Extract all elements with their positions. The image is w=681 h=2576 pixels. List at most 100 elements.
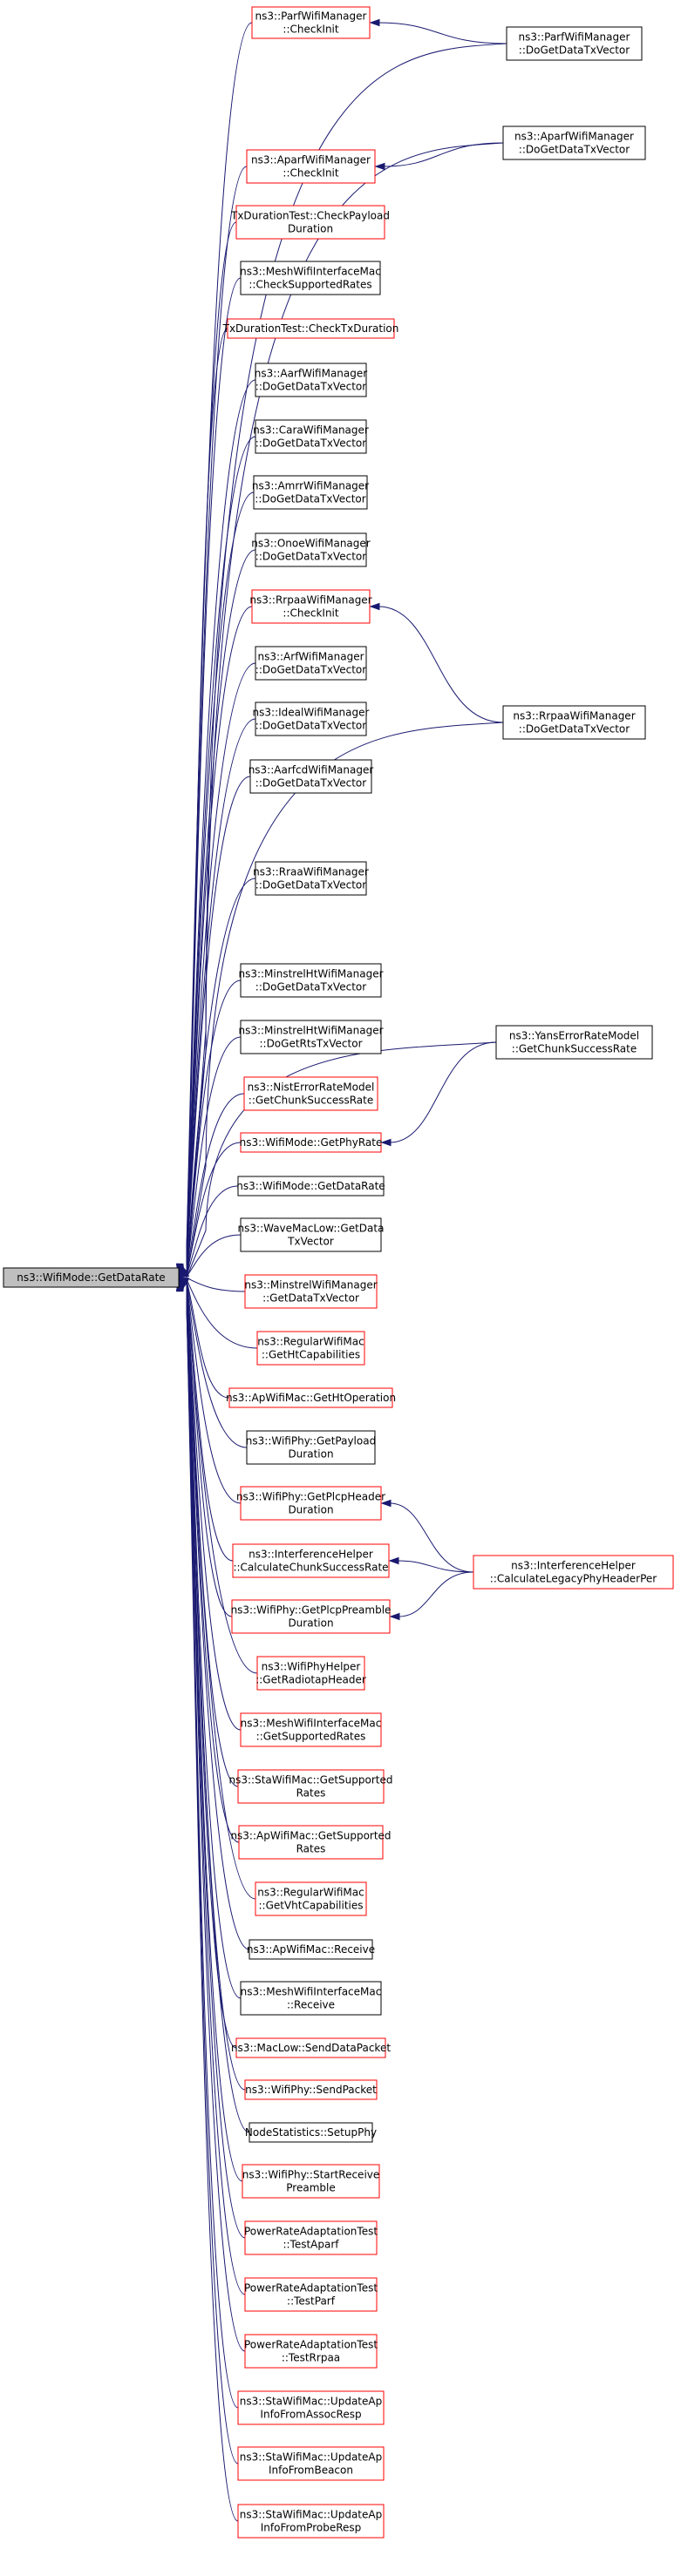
- caller-node-sta-assocresp[interactable]: ns3::StaWifiMac::UpdateApInfoFromAssocRe…: [237, 2390, 385, 2425]
- caller-node-minstrelht-dogetrts[interactable]: ns3::MinstrelHtWifiManager::DoGetRtsTxVe…: [238, 1020, 384, 1054]
- caller-node-maclow-senddata[interactable]: ns3::MacLow::SendDataPacket: [231, 2037, 391, 2058]
- caller-node-arf-dogettx[interactable]: ns3::ArfWifiManager::DoGetDataTxVector: [255, 646, 367, 681]
- caller-node-wifiphy-sendpacket-box: [244, 2079, 378, 2100]
- caller-node-regular-getht-label-line: ns3::RegularWifiMac: [257, 1336, 364, 1348]
- edge-wifimode-getdatarate-to-root: [186, 1185, 239, 1276]
- caller-node-cara-dogettx[interactable]: ns3::CaraWifiManager::DoGetDataTxVector: [253, 419, 369, 454]
- second-level-node-rrpaa-dogettx[interactable]: ns3::RrpaaWifiManager::DoGetDataTxVector: [502, 705, 646, 740]
- caller-node-mesh-checksupported-box: [240, 261, 381, 295]
- caller-node-nist-chunk[interactable]: ns3::NistErrorRateModel::GetChunkSuccess…: [243, 1076, 378, 1111]
- caller-node-wavemaclow-getdatatx-label-line: TxVector: [287, 1236, 334, 1248]
- caller-node-aparf-checkinit[interactable]: ns3::AparfWifiManager::CheckInit: [246, 149, 376, 184]
- arrowhead-aparf-dogettx-to-aparf-checkinit: [374, 162, 385, 171]
- caller-node-pra-testaparf-label-line: ::TestAparf: [283, 2239, 339, 2251]
- caller-node-ap-getsupported[interactable]: ns3::ApWifiMac::GetSupportedRates: [230, 1825, 392, 1860]
- caller-node-interference-chunk-label-line: ns3::InterferenceHelper: [249, 1549, 373, 1561]
- caller-node-wifiphy-getplcppreamble-label-line: ns3::WifiPhy::GetPlcpPreamble: [231, 1604, 392, 1617]
- caller-node-apwifimac-gethtop[interactable]: ns3::ApWifiMac::GetHtOperation: [226, 1387, 396, 1408]
- caller-node-aarf-dogettx-label-line: ::DoGetDataTxVector: [255, 381, 366, 393]
- caller-node-aarfcd-dogettx-label-line: ns3::AarfcdWifiManager: [249, 764, 374, 776]
- caller-node-pra-testrrpaa[interactable]: PowerRateAdaptationTest::TestRrpaa: [244, 2334, 378, 2369]
- caller-node-pra-testparf[interactable]: PowerRateAdaptationTest::TestParf: [244, 2277, 378, 2312]
- second-level-node-yans-chunk[interactable]: ns3::YansErrorRateModel::GetChunkSuccess…: [495, 1025, 653, 1060]
- caller-node-parf-checkinit[interactable]: ns3::ParfWifiManager::CheckInit: [251, 6, 371, 39]
- caller-node-wifiphyhelper-radiotap-label-line: ::GetRadiotapHeader: [255, 1674, 366, 1686]
- caller-node-nodestats-setupphy-box: [249, 2122, 373, 2143]
- second-level-node-rrpaa-dogettx-label-line: ns3::RrpaaWifiManager: [513, 710, 635, 722]
- caller-node-nodestats-setupphy[interactable]: NodeStatistics::SetupPhy: [245, 2122, 377, 2143]
- arrowhead-interference-legacy-to-wifiphy-getplcpheader: [380, 1499, 392, 1508]
- caller-node-regular-getvht[interactable]: ns3::RegularWifiMac::GetVhtCapabilities: [255, 1881, 367, 1916]
- caller-node-arf-dogettx-label-line: ns3::ArfWifiManager: [257, 651, 364, 663]
- caller-node-mesh-receive[interactable]: ns3::MeshWifiInterfaceMac::Receive: [240, 1981, 382, 2016]
- caller-node-ideal-dogettx-label-line: ns3::IdealWifiManager: [253, 707, 370, 719]
- caller-node-wavemaclow-getdatatx-box: [240, 1217, 382, 1252]
- caller-node-sta-proberesp[interactable]: ns3::StaWifiMac::UpdateApInfoFromProbeRe…: [237, 2504, 385, 2539]
- caller-node-aparf-checkinit-label-line: ns3::AparfWifiManager: [251, 154, 371, 166]
- caller-node-rraa-dogettx[interactable]: ns3::RraaWifiManager::DoGetDataTxVector: [253, 861, 369, 896]
- second-level-node-rrpaa-dogettx-box: [502, 705, 646, 740]
- arrowhead-interference-legacy-to-interference-chunk: [388, 1556, 399, 1565]
- caller-node-rraa-dogettx-box: [255, 861, 367, 896]
- caller-node-nodestats-setupphy-label-line: NodeStatistics::SetupPhy: [245, 2126, 377, 2139]
- caller-node-sta-getsupported[interactable]: ns3::StaWifiMac::GetSupportedRates: [229, 1769, 393, 1804]
- caller-node-amrr-dogettx[interactable]: ns3::AmrrWifiManager::DoGetDataTxVector: [252, 475, 369, 510]
- caller-node-txdur-checktx[interactable]: TxDurationTest::CheckTxDuration: [222, 318, 399, 339]
- caller-node-ideal-dogettx-label-line: ::DoGetDataTxVector: [255, 720, 366, 732]
- root-node-getdatarate-label-line: ns3::WifiMode::GetDataRate: [17, 1271, 165, 1284]
- caller-node-ideal-dogettx[interactable]: ns3::IdealWifiManager::DoGetDataTxVector: [253, 702, 370, 736]
- caller-node-regular-getvht-label-line: ::GetVhtCapabilities: [259, 1900, 364, 1912]
- caller-node-wifiphy-sendpacket[interactable]: ns3::WifiPhy::SendPacket: [244, 2079, 378, 2100]
- second-level-node-interference-legacy[interactable]: ns3::InterferenceHelper::CalculateLegacy…: [473, 1555, 674, 1590]
- caller-node-minstrelht-dogettx-box: [240, 963, 382, 998]
- second-level-node-aparf-dogettx[interactable]: ns3::AparfWifiManager::DoGetDataTxVector: [502, 125, 646, 160]
- caller-node-regular-getht-box: [256, 1331, 365, 1366]
- caller-node-minstrelht-dogetrts-label-line: ::DoGetRtsTxVector: [259, 1038, 362, 1050]
- caller-node-rrpaa-checkinit-box: [251, 589, 371, 624]
- caller-node-wifiphyhelper-radiotap-label-line: ns3::WifiPhyHelper: [262, 1661, 361, 1673]
- caller-node-sta-beacon-label-line: ns3::StaWifiMac::UpdateAp: [240, 2451, 382, 2464]
- caller-node-apwifimac-receive-label-line: ns3::ApWifiMac::Receive: [247, 1943, 375, 1956]
- root-node-getdatarate-box: [3, 1267, 180, 1288]
- edge-mesh-receive-to-root: [186, 1294, 242, 1999]
- caller-node-txdur-checkpayload-box: [235, 205, 385, 240]
- caller-node-regular-getht[interactable]: ns3::RegularWifiMac::GetHtCapabilities: [256, 1331, 365, 1366]
- caller-node-wifimode-getphyrate[interactable]: ns3::WifiMode::GetPhyRate: [240, 1132, 383, 1153]
- caller-node-aarf-dogettx-box: [255, 363, 367, 397]
- second-level-node-parf-dogettx[interactable]: ns3::ParfWifiManager::DoGetDataTxVector: [506, 26, 643, 61]
- second-level-node-parf-dogettx-label-line: ::DoGetDataTxVector: [519, 44, 630, 57]
- caller-node-aarf-dogettx-label-line: ns3::AarfWifiManager: [255, 368, 367, 380]
- caller-node-minstrelht-dogettx[interactable]: ns3::MinstrelHtWifiManager::DoGetDataTxV…: [238, 963, 384, 998]
- second-level-node-parf-dogettx-label-line: ns3::ParfWifiManager: [519, 31, 630, 44]
- caller-node-aarfcd-dogettx-label-line: ::DoGetDataTxVector: [255, 777, 366, 790]
- caller-node-onoe-dogettx[interactable]: ns3::OnoeWifiManager::DoGetDataTxVector: [251, 532, 371, 567]
- second-level-node-yans-chunk-box: [495, 1025, 653, 1060]
- edge-interference-legacy-to-wifiphy-getplcpheader: [389, 1502, 474, 1573]
- arrowhead-yans-chunk-to-wifimode-getphyrate: [380, 1138, 392, 1147]
- caller-node-mesh-getsupported[interactable]: ns3::MeshWifiInterfaceMac::GetSupportedR…: [240, 1712, 382, 1747]
- caller-node-mesh-checksupported[interactable]: ns3::MeshWifiInterfaceMac::CheckSupporte…: [240, 261, 381, 295]
- caller-node-arf-dogettx-box: [255, 646, 367, 681]
- caller-node-wavemaclow-getdatatx[interactable]: ns3::WaveMacLow::GetDataTxVector: [238, 1217, 385, 1252]
- caller-node-wifiphy-startreceive-label-line: ns3::WifiPhy::StartReceive: [242, 2169, 380, 2181]
- caller-node-minstrel-getdatatx[interactable]: ns3::MinstrelWifiManager::GetDataTxVecto…: [244, 1274, 378, 1309]
- caller-node-wifimode-getdatarate[interactable]: ns3::WifiMode::GetDataRate: [236, 1176, 385, 1196]
- caller-node-pra-testaparf[interactable]: PowerRateAdaptationTest::TestAparf: [244, 2220, 378, 2255]
- caller-node-interference-chunk[interactable]: ns3::InterferenceHelper::CalculateChunkS…: [232, 1543, 390, 1578]
- caller-node-aarf-dogettx[interactable]: ns3::AarfWifiManager::DoGetDataTxVector: [255, 363, 367, 397]
- caller-node-aarfcd-dogettx[interactable]: ns3::AarfcdWifiManager::DoGetDataTxVecto…: [249, 759, 374, 794]
- caller-node-wifiphyhelper-radiotap[interactable]: ns3::WifiPhyHelper::GetRadiotapHeader: [255, 1656, 366, 1691]
- caller-node-apwifimac-gethtop-box: [228, 1387, 393, 1408]
- caller-node-onoe-dogettx-box: [255, 532, 367, 567]
- caller-node-rrpaa-checkinit[interactable]: ns3::RrpaaWifiManager::CheckInit: [249, 589, 372, 624]
- edge-pra-testrrpaa-to-root: [186, 1303, 246, 2352]
- root-node-getdatarate[interactable]: ns3::WifiMode::GetDataRate: [3, 1267, 180, 1288]
- caller-node-arf-dogettx-label-line: ::DoGetDataTxVector: [255, 664, 366, 676]
- caller-node-apwifimac-receive[interactable]: ns3::ApWifiMac::Receive: [247, 1939, 375, 1960]
